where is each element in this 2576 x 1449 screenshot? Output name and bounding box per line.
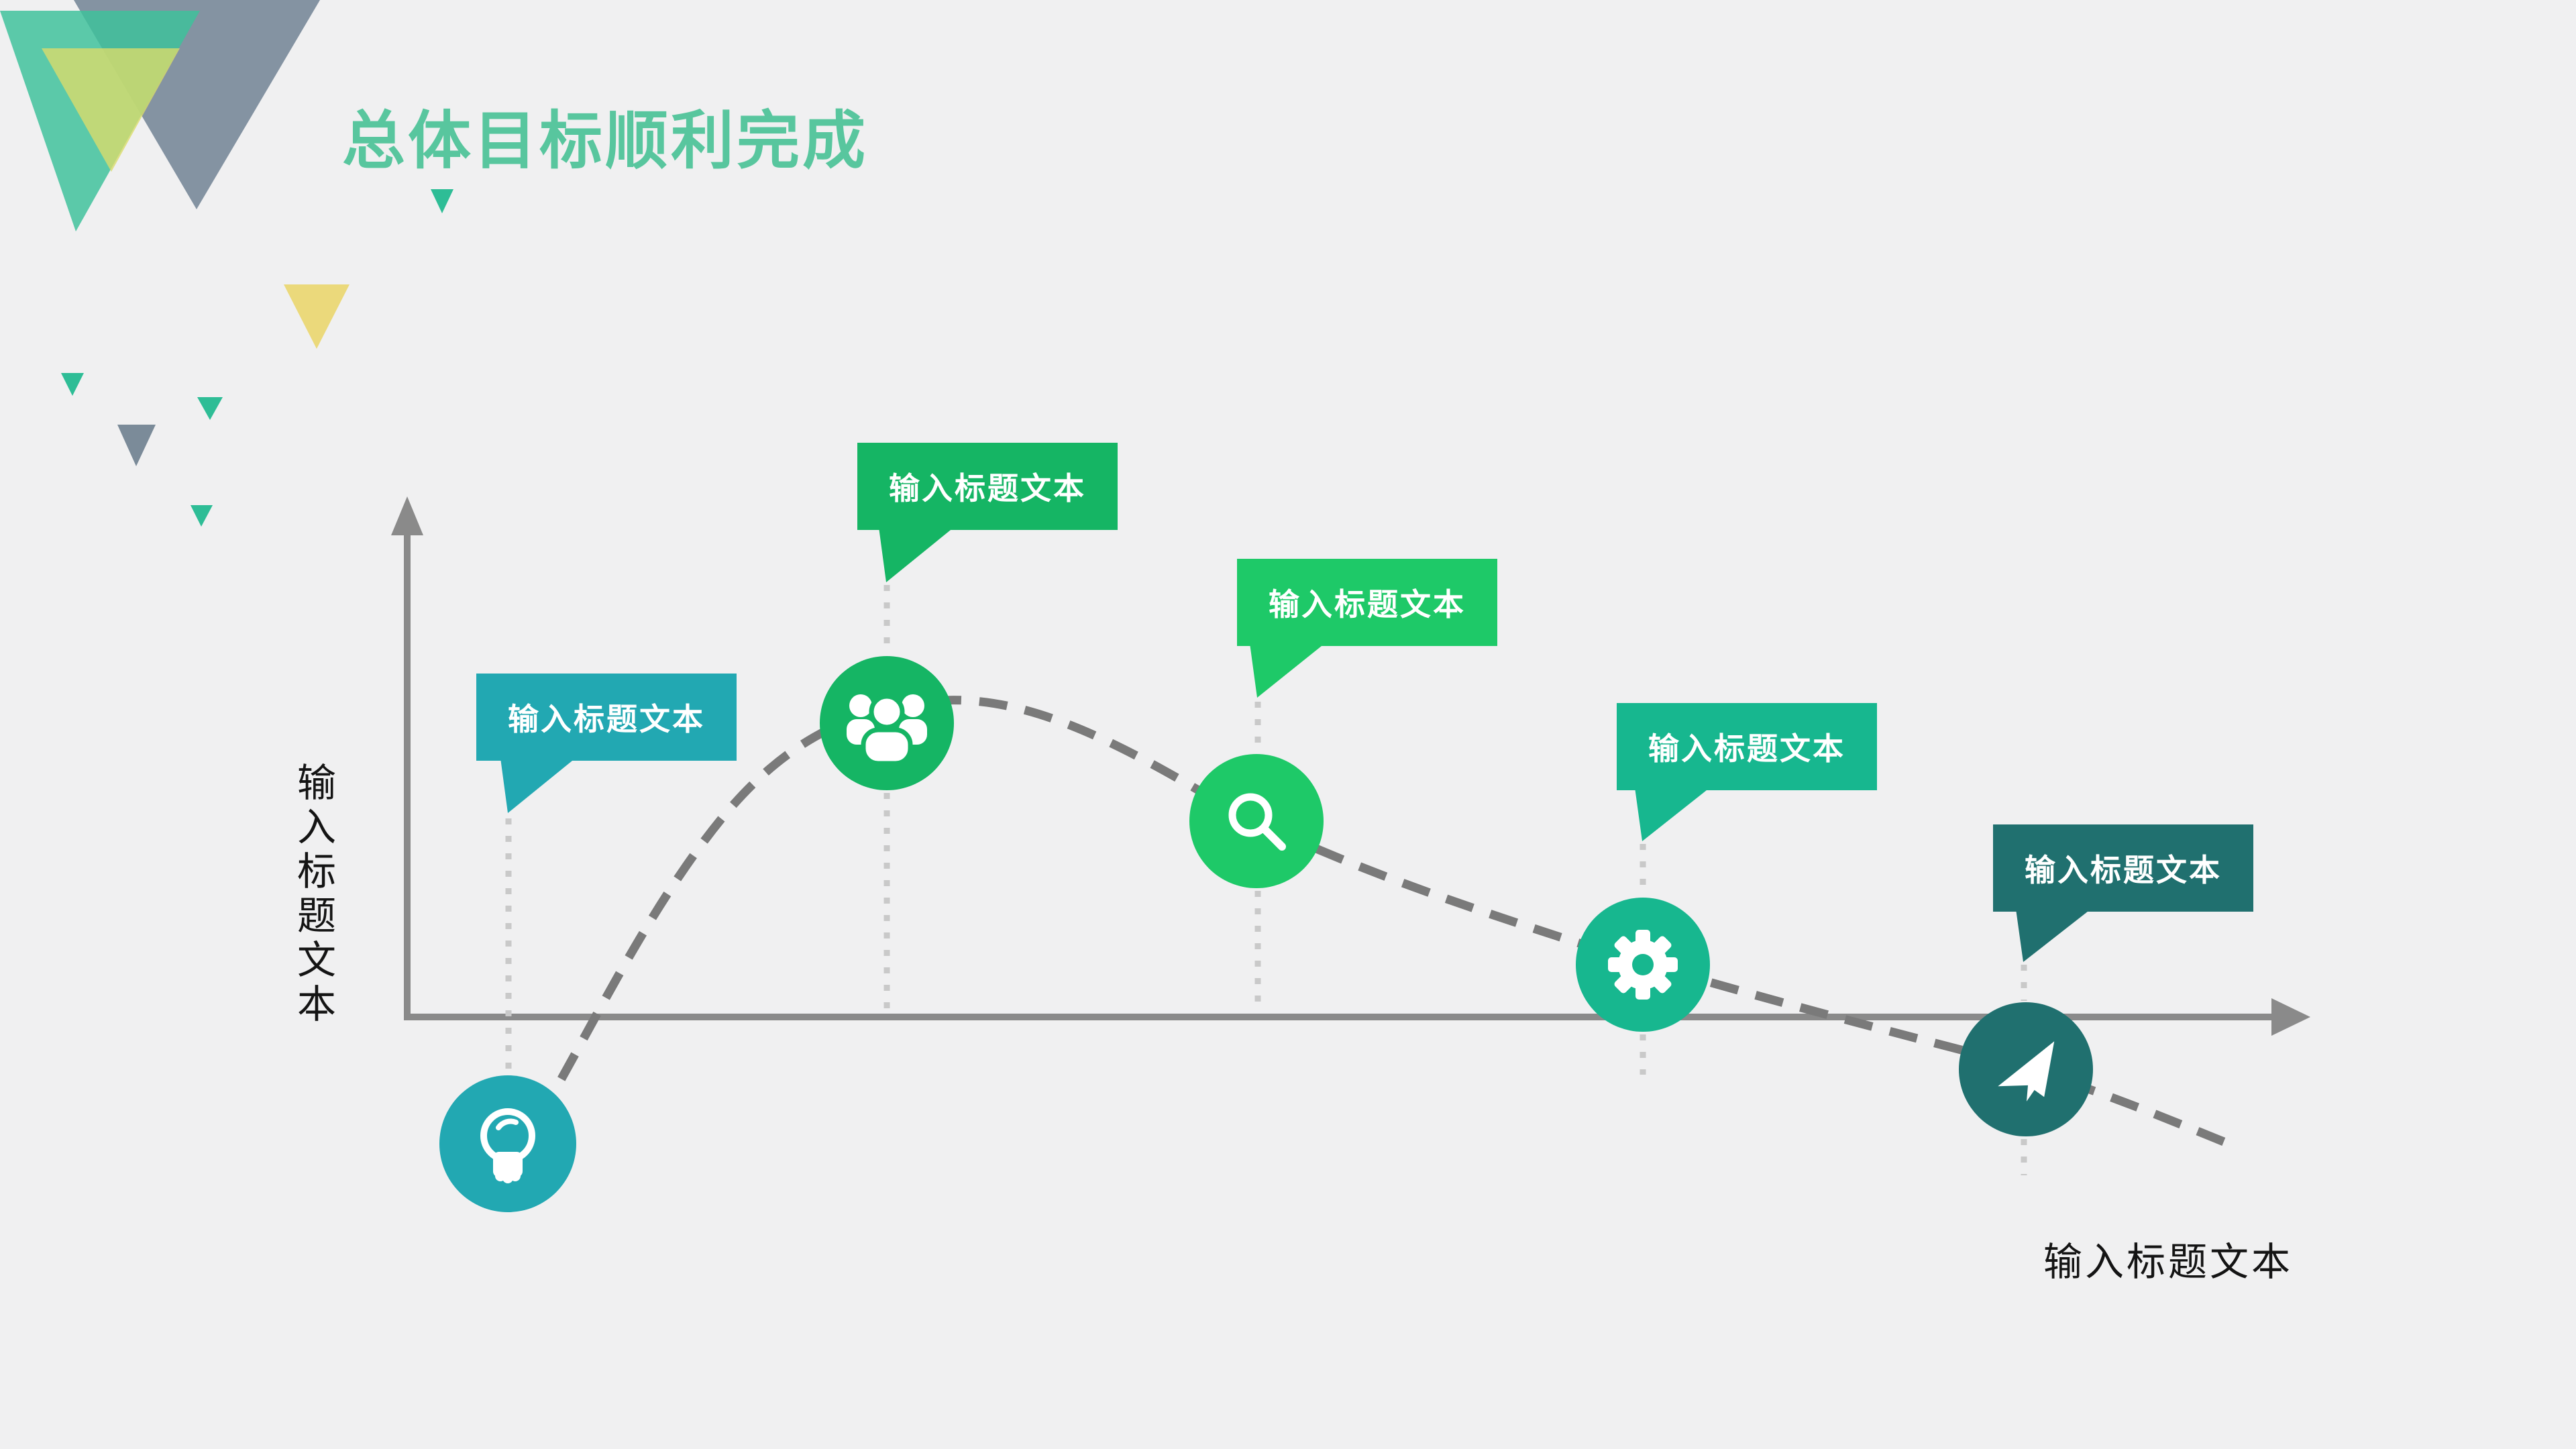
- axes: [391, 496, 2310, 1036]
- gear-icon: [1608, 930, 1678, 1000]
- triangle-small-teal-2: [61, 373, 84, 396]
- callout-label: 输入标题文本: [508, 702, 705, 737]
- callout-bubble-3: 输入标题文本: [1237, 559, 1497, 646]
- callout-bubble-2: 输入标题文本: [857, 443, 1118, 530]
- bubble-tail-4: [1635, 788, 1710, 841]
- triangle-small-teal-4: [191, 505, 213, 527]
- callout-label: 输入标题文本: [889, 471, 1086, 506]
- milestone-node-2: [820, 656, 954, 790]
- callout-label: 输入标题文本: [2025, 853, 2222, 888]
- x-axis-line: [404, 1014, 2273, 1020]
- milestone-node-4: [1576, 898, 1710, 1032]
- search-icon: [1228, 793, 1286, 851]
- users-icon: [847, 694, 927, 766]
- slide-title: 总体目标顺利完成: [342, 105, 869, 176]
- y-axis-label: 输入标题文本: [291, 762, 335, 1028]
- milestone-node-5: [1959, 1002, 2093, 1136]
- bubble-tail-1: [500, 758, 576, 813]
- bubble-tail-3: [1250, 643, 1325, 698]
- dotted-connectors: [505, 585, 2027, 1175]
- lightbulb-icon: [480, 1108, 535, 1183]
- milestone-node-3: [1189, 754, 1324, 888]
- triangle-small-teal-3: [197, 397, 223, 420]
- triangle-small-gray: [117, 425, 156, 466]
- x-axis-label: 输入标题文本: [2043, 1240, 2294, 1284]
- paper-plane-icon: [1998, 1041, 2055, 1102]
- triangle-olive-large: [42, 48, 180, 172]
- triangle-small-yellow: [284, 284, 350, 349]
- x-axis-arrow-icon: [2271, 998, 2310, 1036]
- triangle-small-teal-1: [431, 189, 453, 213]
- node-circle: [1189, 754, 1324, 888]
- callout-label: 输入标题文本: [1648, 731, 1845, 766]
- callout-bubble-5: 输入标题文本: [1993, 824, 2253, 912]
- callout-label: 输入标题文本: [1269, 587, 1466, 622]
- callout-bubble-4: 输入标题文本: [1617, 703, 1877, 790]
- decorative-triangles: [0, 0, 453, 527]
- y-axis-line: [404, 533, 411, 1020]
- y-axis-arrow-icon: [391, 496, 423, 535]
- node-circle: [439, 1075, 576, 1212]
- bubble-tail-5: [2016, 909, 2091, 962]
- callout-bubble-1: 输入标题文本: [476, 674, 737, 761]
- bubble-tails: [500, 527, 2091, 962]
- bubble-tail-2: [879, 527, 954, 582]
- milestone-node-1: [439, 1075, 576, 1212]
